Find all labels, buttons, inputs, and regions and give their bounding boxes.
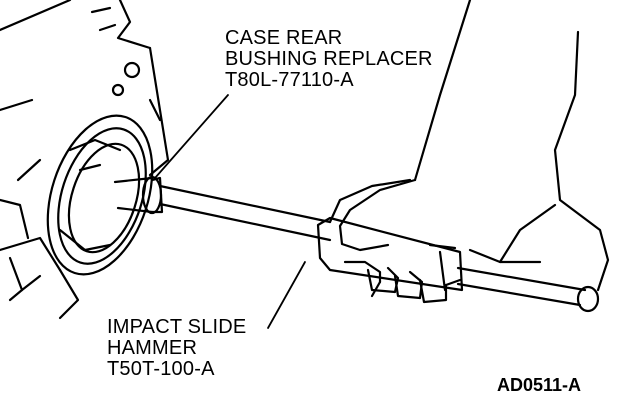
callout-bushing-replacer: CASE REAR BUSHING REPLACER T80L-77110-A: [225, 28, 433, 91]
hand-gripping-hammer: [328, 0, 610, 304]
figure-code: AD0511-A: [497, 375, 582, 395]
callout-impact-slide-hammer-line2: HAMMER: [107, 337, 198, 359]
bushing-replacer-tool: [113, 175, 164, 215]
rear-housing-flange: [46, 114, 154, 276]
callout-bushing-replacer-line2: BUSHING REPLACER: [225, 48, 433, 70]
callout-impact-slide-hammer: IMPACT SLIDE HAMMER T50T-100-A: [107, 317, 246, 380]
callout-bushing-replacer-line1: CASE REAR: [225, 27, 343, 49]
callout-impact-slide-hammer-part-number: T50T-100-A: [107, 358, 215, 380]
slide-hammer-shaft: [158, 184, 600, 313]
leader-line-hammer: [267, 261, 306, 329]
callout-impact-slide-hammer-line1: IMPACT SLIDE: [107, 316, 247, 338]
slide-hammer-weight: [316, 216, 464, 292]
transmission-case: [0, 0, 170, 320]
leader-line-replacer: [154, 94, 229, 179]
callout-bushing-replacer-part-number: T80L-77110-A: [225, 69, 354, 91]
